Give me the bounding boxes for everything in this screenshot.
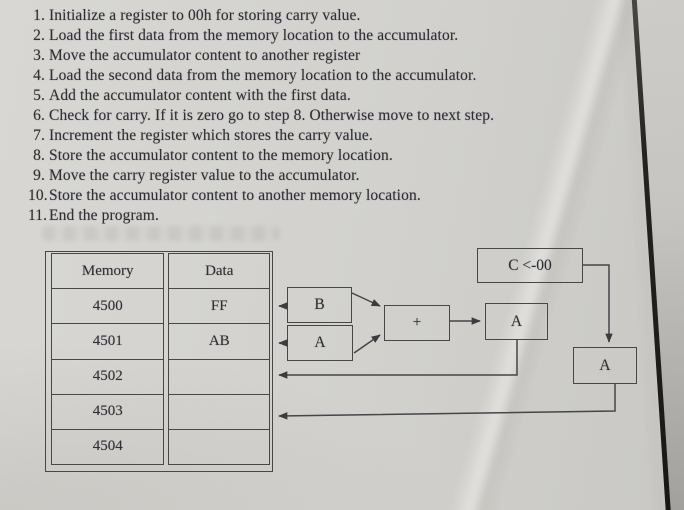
arrow-b-to-adder bbox=[351, 292, 381, 307]
step-number: 2. bbox=[33, 27, 45, 44]
data-value-cell: AB bbox=[169, 324, 269, 360]
arrow-a-to-adder bbox=[353, 334, 381, 354]
memory-header-cell: Memory bbox=[52, 254, 164, 290]
step-text: Store the accumulator content to another… bbox=[49, 187, 421, 204]
result-accumulator-box: A bbox=[573, 347, 637, 384]
memory-address-cell: 4504 bbox=[92, 438, 123, 455]
step-text: Store the accumulator content to the mem… bbox=[49, 147, 393, 164]
memory-address-cell: 4503 bbox=[52, 395, 164, 430]
step-text: Check for carry. If it is zero go to ste… bbox=[49, 107, 495, 124]
memory-address-cell: 4501 bbox=[52, 324, 164, 360]
arrow-result-to-memory-4503 bbox=[278, 384, 616, 420]
step-text: Initialize a register to 00h for storing… bbox=[49, 7, 361, 24]
step-number: 8. bbox=[33, 147, 45, 164]
carry-init-box: C <-00 bbox=[477, 248, 583, 283]
step-text: Move the accumulator content to another … bbox=[49, 47, 361, 64]
algorithm-step: 8.Store the accumulator content to the m… bbox=[0, 146, 630, 166]
step-text: Move the carry register value to the acc… bbox=[49, 167, 360, 184]
algorithm-step: 3.Move the accumulator content to anothe… bbox=[0, 46, 630, 66]
step-number: 11. bbox=[28, 207, 48, 224]
memory-column: Memory 4500 4501 4502 4503 4504 bbox=[51, 253, 165, 465]
algorithm-step: 10.Store the accumulator content to anot… bbox=[0, 186, 630, 206]
memory-table: Memory 4500 4501 4502 4503 4504 Data FF … bbox=[45, 251, 273, 472]
adder-box: + bbox=[384, 305, 450, 341]
data-value-cell: FF bbox=[169, 289, 269, 325]
register-a-box: A bbox=[287, 325, 353, 361]
register-b-box: B bbox=[287, 287, 352, 323]
step-text: Add the accumulator content with the fir… bbox=[49, 87, 351, 104]
data-value-cell bbox=[169, 360, 269, 395]
step-number: 1. bbox=[33, 7, 45, 24]
step-text: Load the first data from the memory loca… bbox=[49, 27, 459, 44]
data-value-cell bbox=[169, 430, 269, 464]
step-number: 4. bbox=[33, 67, 45, 84]
memory-address-cell: 4500 bbox=[52, 289, 164, 325]
algorithm-step: 9.Move the carry register value to the a… bbox=[0, 166, 630, 186]
step-number: 10. bbox=[28, 187, 48, 204]
algorithm-step: 5.Add the accumulator content with the f… bbox=[0, 86, 630, 106]
algorithm-step: 2.Load the first data from the memory lo… bbox=[0, 26, 630, 46]
algorithm-step: 4.Load the second data from the memory l… bbox=[0, 66, 630, 86]
step-number: 7. bbox=[33, 127, 45, 144]
memory-address-cell: 4502 bbox=[52, 360, 164, 395]
arrow-carry-to-result bbox=[583, 264, 613, 343]
data-header-cell: Data bbox=[169, 254, 269, 290]
step-number: 3. bbox=[33, 47, 45, 64]
step-text: Increment the register which stores the … bbox=[49, 127, 373, 144]
step-text: Load the second data from the memory loc… bbox=[49, 67, 477, 84]
algorithm-step: 6.Check for carry. If it is zero go to s… bbox=[0, 106, 630, 126]
page-edge-background bbox=[634, 0, 684, 510]
algorithm-step: 1.Initialize a register to 00h for stori… bbox=[0, 6, 630, 26]
step-text: End the program. bbox=[49, 207, 159, 224]
data-value-cell bbox=[169, 395, 269, 430]
step-number: 9. bbox=[33, 167, 45, 184]
step-number: 5. bbox=[33, 87, 45, 104]
step-number: 6. bbox=[33, 107, 45, 124]
bleed-through-smudge bbox=[42, 226, 280, 241]
data-column: Data FF AB bbox=[168, 253, 270, 465]
algorithm-step: 7.Increment the register which stores th… bbox=[0, 126, 630, 146]
algorithm-steps-list: 1.Initialize a register to 00h for stori… bbox=[0, 6, 630, 226]
algorithm-step: 11.End the program. bbox=[0, 206, 630, 226]
accumulator-box: A bbox=[485, 303, 548, 340]
